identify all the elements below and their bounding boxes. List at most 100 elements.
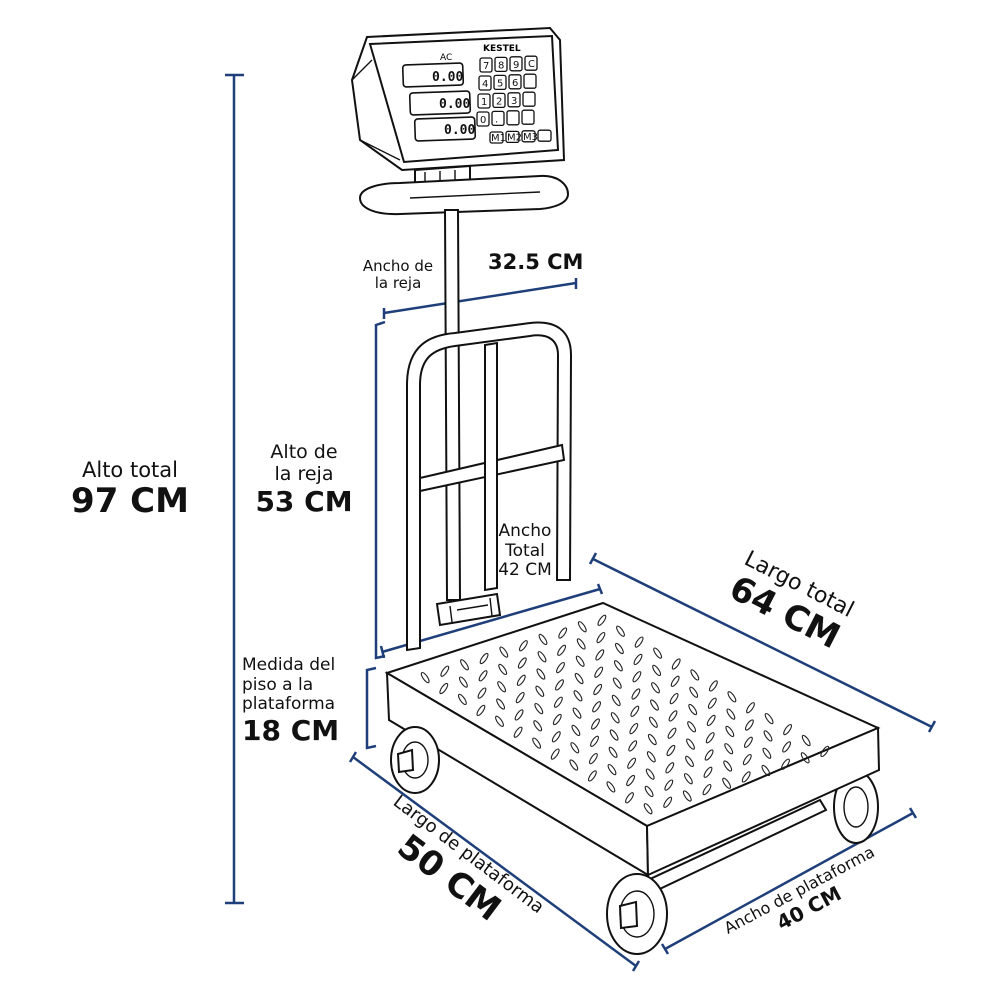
keypad-key: C [524,55,538,71]
tread-stamp [702,783,712,796]
tread-stamp [725,725,735,738]
rail-width-value: 32.5 CM [488,250,584,274]
tread-stamp [627,757,637,769]
tread-stamp [588,752,598,765]
tread-stamp [650,699,659,711]
tread-stamp [690,669,700,681]
rail-width-label: Ancho de la reja [362,257,434,293]
tread-stamp [688,703,698,716]
tread-stamp [592,701,602,713]
tread-stamp [571,724,581,737]
svg-text:M1: M1 [491,133,506,144]
tread-stamp [801,734,811,747]
keypad-key: 7 [479,57,493,73]
tread-stamp [666,744,676,757]
tread-stamp [439,682,449,695]
floor-to-platform-label: Medida del piso a la plataforma 18 CM [242,655,340,747]
tread-stamp [550,748,560,760]
tread-stamp [644,785,654,798]
tread-stamp [724,743,734,755]
svg-text:9: 9 [513,60,519,71]
tread-stamp [686,738,695,750]
svg-text:M2: M2 [507,132,522,143]
svg-text:7: 7 [483,61,489,72]
tread-stamp [595,649,605,661]
tread-stamp [652,664,662,677]
tread-stamp [651,682,660,694]
tread-stamp [626,774,636,787]
tread-stamp [515,691,525,704]
total-length-dimension-line [588,552,937,733]
tread-stamp [727,691,737,703]
keypad-key: 9 [509,56,523,72]
tread-stamp [557,644,567,656]
keypad-key: . [491,110,505,127]
tread-stamp [609,729,619,741]
rail-height-label: Alto de la reja 53 CM [255,441,353,518]
tread-stamp [572,707,582,719]
tread-stamp [616,625,625,637]
tread-stamp [764,712,774,725]
total-height-label: Alto total 97 CM [71,458,189,522]
tread-stamp [671,658,681,670]
svg-text:6: 6 [512,78,518,89]
tread-stamp [614,642,624,655]
tread-stamp [534,702,544,715]
display-3: 0.00 [444,123,475,138]
tread-stamp [744,719,754,731]
tread-stamp [496,698,506,710]
tread-stamp [420,671,430,684]
tread-stamp [440,665,450,677]
tread-stamp [643,803,653,815]
display-2: 0.00 [439,97,470,112]
tread-stamp [742,753,752,766]
keypad-memory-key: M3 [521,130,538,143]
svg-text:M3: M3 [523,132,538,143]
keypad-key [523,73,537,89]
tread-stamp [653,647,663,659]
tread-stamp [670,675,680,687]
tread-stamp [781,758,790,770]
tread-stamp [499,646,509,658]
tread-stamp [706,714,716,727]
tread-stamp [478,670,488,682]
tread-stamp [722,777,732,789]
svg-text:3: 3 [511,96,517,107]
tread-stamp [630,705,640,717]
keypad-memory-key [537,129,552,142]
tread-stamp [556,661,565,674]
tread-stamp [479,652,489,665]
tread-stamp [633,653,643,666]
tread-stamp [628,740,638,752]
tread-stamp [669,692,679,705]
tread-stamp [704,749,714,761]
tread-stamp [518,640,528,652]
keypad-key: 4 [478,75,492,91]
tread-stamp [516,674,526,686]
svg-text:2: 2 [496,96,502,107]
tread-stamp [612,677,622,689]
tread-stamp [594,666,604,678]
tread-stamp [746,702,755,714]
tread-stamp [591,718,600,730]
platform-length-dimension-line [348,751,641,972]
tread-stamp [707,697,717,709]
svg-text:5: 5 [497,78,503,89]
tread-stamp [783,723,793,736]
tread-stamp [762,747,772,759]
keypad-key [522,91,536,107]
tread-stamp [532,737,542,749]
tread-stamp [689,686,699,698]
tread-stamp [611,694,621,707]
keypad-memory-key: M2 [505,130,522,143]
tread-stamp [535,685,545,697]
brand-label: KESTEL [483,44,521,54]
tread-pattern [420,614,830,815]
tread-stamp [607,763,617,776]
tread-stamp [553,696,563,708]
tread-stamp [517,657,527,669]
tread-stamp [552,713,562,726]
